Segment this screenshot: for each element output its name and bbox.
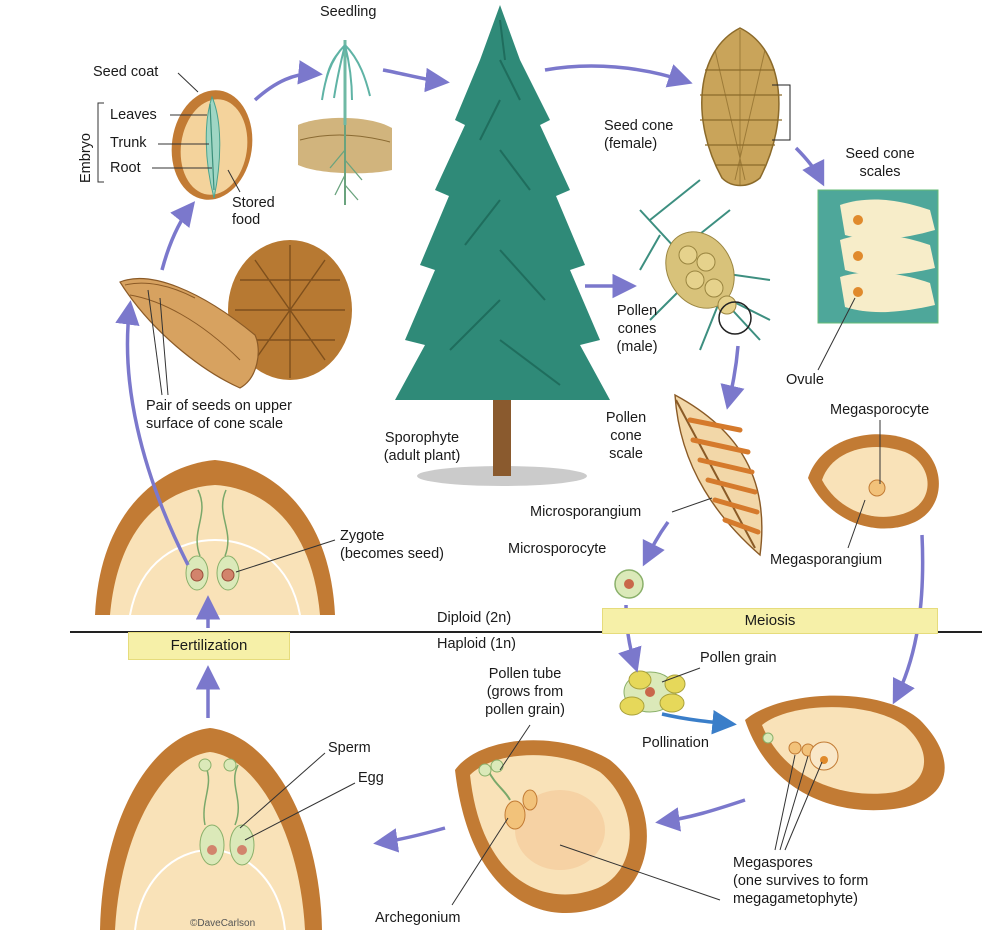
label-embryo: Embryo <box>78 133 94 183</box>
label-pollen-cone-scale-2: cone <box>610 428 642 444</box>
label-ovule: Ovule <box>786 372 824 388</box>
label-leaves: Leaves <box>110 107 157 123</box>
seed-cone-scales <box>817 189 939 371</box>
seed-cone <box>700 27 791 187</box>
label-pollination: Pollination <box>642 735 709 751</box>
embryo-bracket <box>97 102 104 183</box>
label-seed-cone-2: (female) <box>604 136 658 152</box>
label-trunk: Trunk <box>110 135 147 151</box>
label-zygote-2: (becomes seed) <box>340 546 444 562</box>
label-zygote-1: Zygote <box>340 528 385 544</box>
label-megasporocyte: Megasporocyte <box>830 402 930 418</box>
label-sporophyte-2: (adult plant) <box>383 448 461 464</box>
pollination-arrow <box>661 710 737 735</box>
pollen-cones-branch <box>639 179 771 351</box>
zygote-ovule <box>95 460 336 616</box>
label-pair-seeds-1: Pair of seeds on upper <box>146 398 292 414</box>
label-seed-cone-scales-1: Seed cone <box>845 146 915 162</box>
label-stored-food-2: food <box>232 212 261 228</box>
pollen-cone-scale <box>671 393 763 557</box>
fertilization-band: Fertilization <box>128 632 290 660</box>
label-microsporocyte: Microsporocyte <box>508 541 607 557</box>
label-diploid: Diploid (2n) <box>437 610 512 626</box>
seed-cross-section <box>171 90 253 200</box>
label-pollen-cones-3: (male) <box>616 339 658 355</box>
label-pollen-cones-1: Pollen <box>616 303 658 319</box>
pollination-ovule <box>745 695 945 851</box>
label-seed-cone-scales-2: scales <box>859 164 901 180</box>
label-pollen-tube-3: pollen grain) <box>485 702 565 718</box>
label-microsporangium: Microsporangium <box>530 504 642 520</box>
sporophyte-tree <box>395 5 610 486</box>
label-pollen-grain: Pollen grain <box>700 650 777 666</box>
archegonium-ovule <box>451 724 721 914</box>
label-pollen-cone-scale-3: scale <box>609 446 643 462</box>
label-megasporangium: Megasporangium <box>770 552 883 568</box>
label-pair-seeds-2: surface of cone scale <box>146 416 284 432</box>
label-seedling: Seedling <box>320 4 377 20</box>
label-megaspores-1: Megaspores <box>733 855 813 871</box>
seedling-illustration <box>298 40 392 205</box>
label-stored-food-1: Stored <box>232 195 275 211</box>
label-archegonium: Archegonium <box>375 910 461 926</box>
label-megaspores-3: megagametophyte) <box>733 891 858 907</box>
fertilization-ovule <box>100 728 356 931</box>
label-pollen-cone-scale-1: Pollen <box>605 410 647 426</box>
ovule-megasporocyte <box>808 420 939 549</box>
label-pollen-tube-1: Pollen tube <box>488 666 562 682</box>
label-haploid: Haploid (1n) <box>437 636 516 652</box>
label-egg: Egg <box>358 770 384 786</box>
label-root: Root <box>110 160 141 176</box>
label-sporophyte-1: Sporophyte <box>384 430 460 446</box>
label-seed-coat: Seed coat <box>93 64 159 80</box>
label-pollen-tube-2: (grows from <box>486 684 564 700</box>
pollen-grains <box>619 667 701 716</box>
credit-text: ©DaveCarlson <box>190 918 256 929</box>
seeds-on-cone-scale <box>119 240 352 396</box>
label-seed-cone-1: Seed cone <box>604 118 674 134</box>
label-megaspores-2: (one survives to form <box>733 873 869 889</box>
label-pollen-cones-2: cones <box>617 321 657 337</box>
label-sperm: Sperm <box>328 740 371 756</box>
meiosis-band: Meiosis <box>602 608 938 634</box>
